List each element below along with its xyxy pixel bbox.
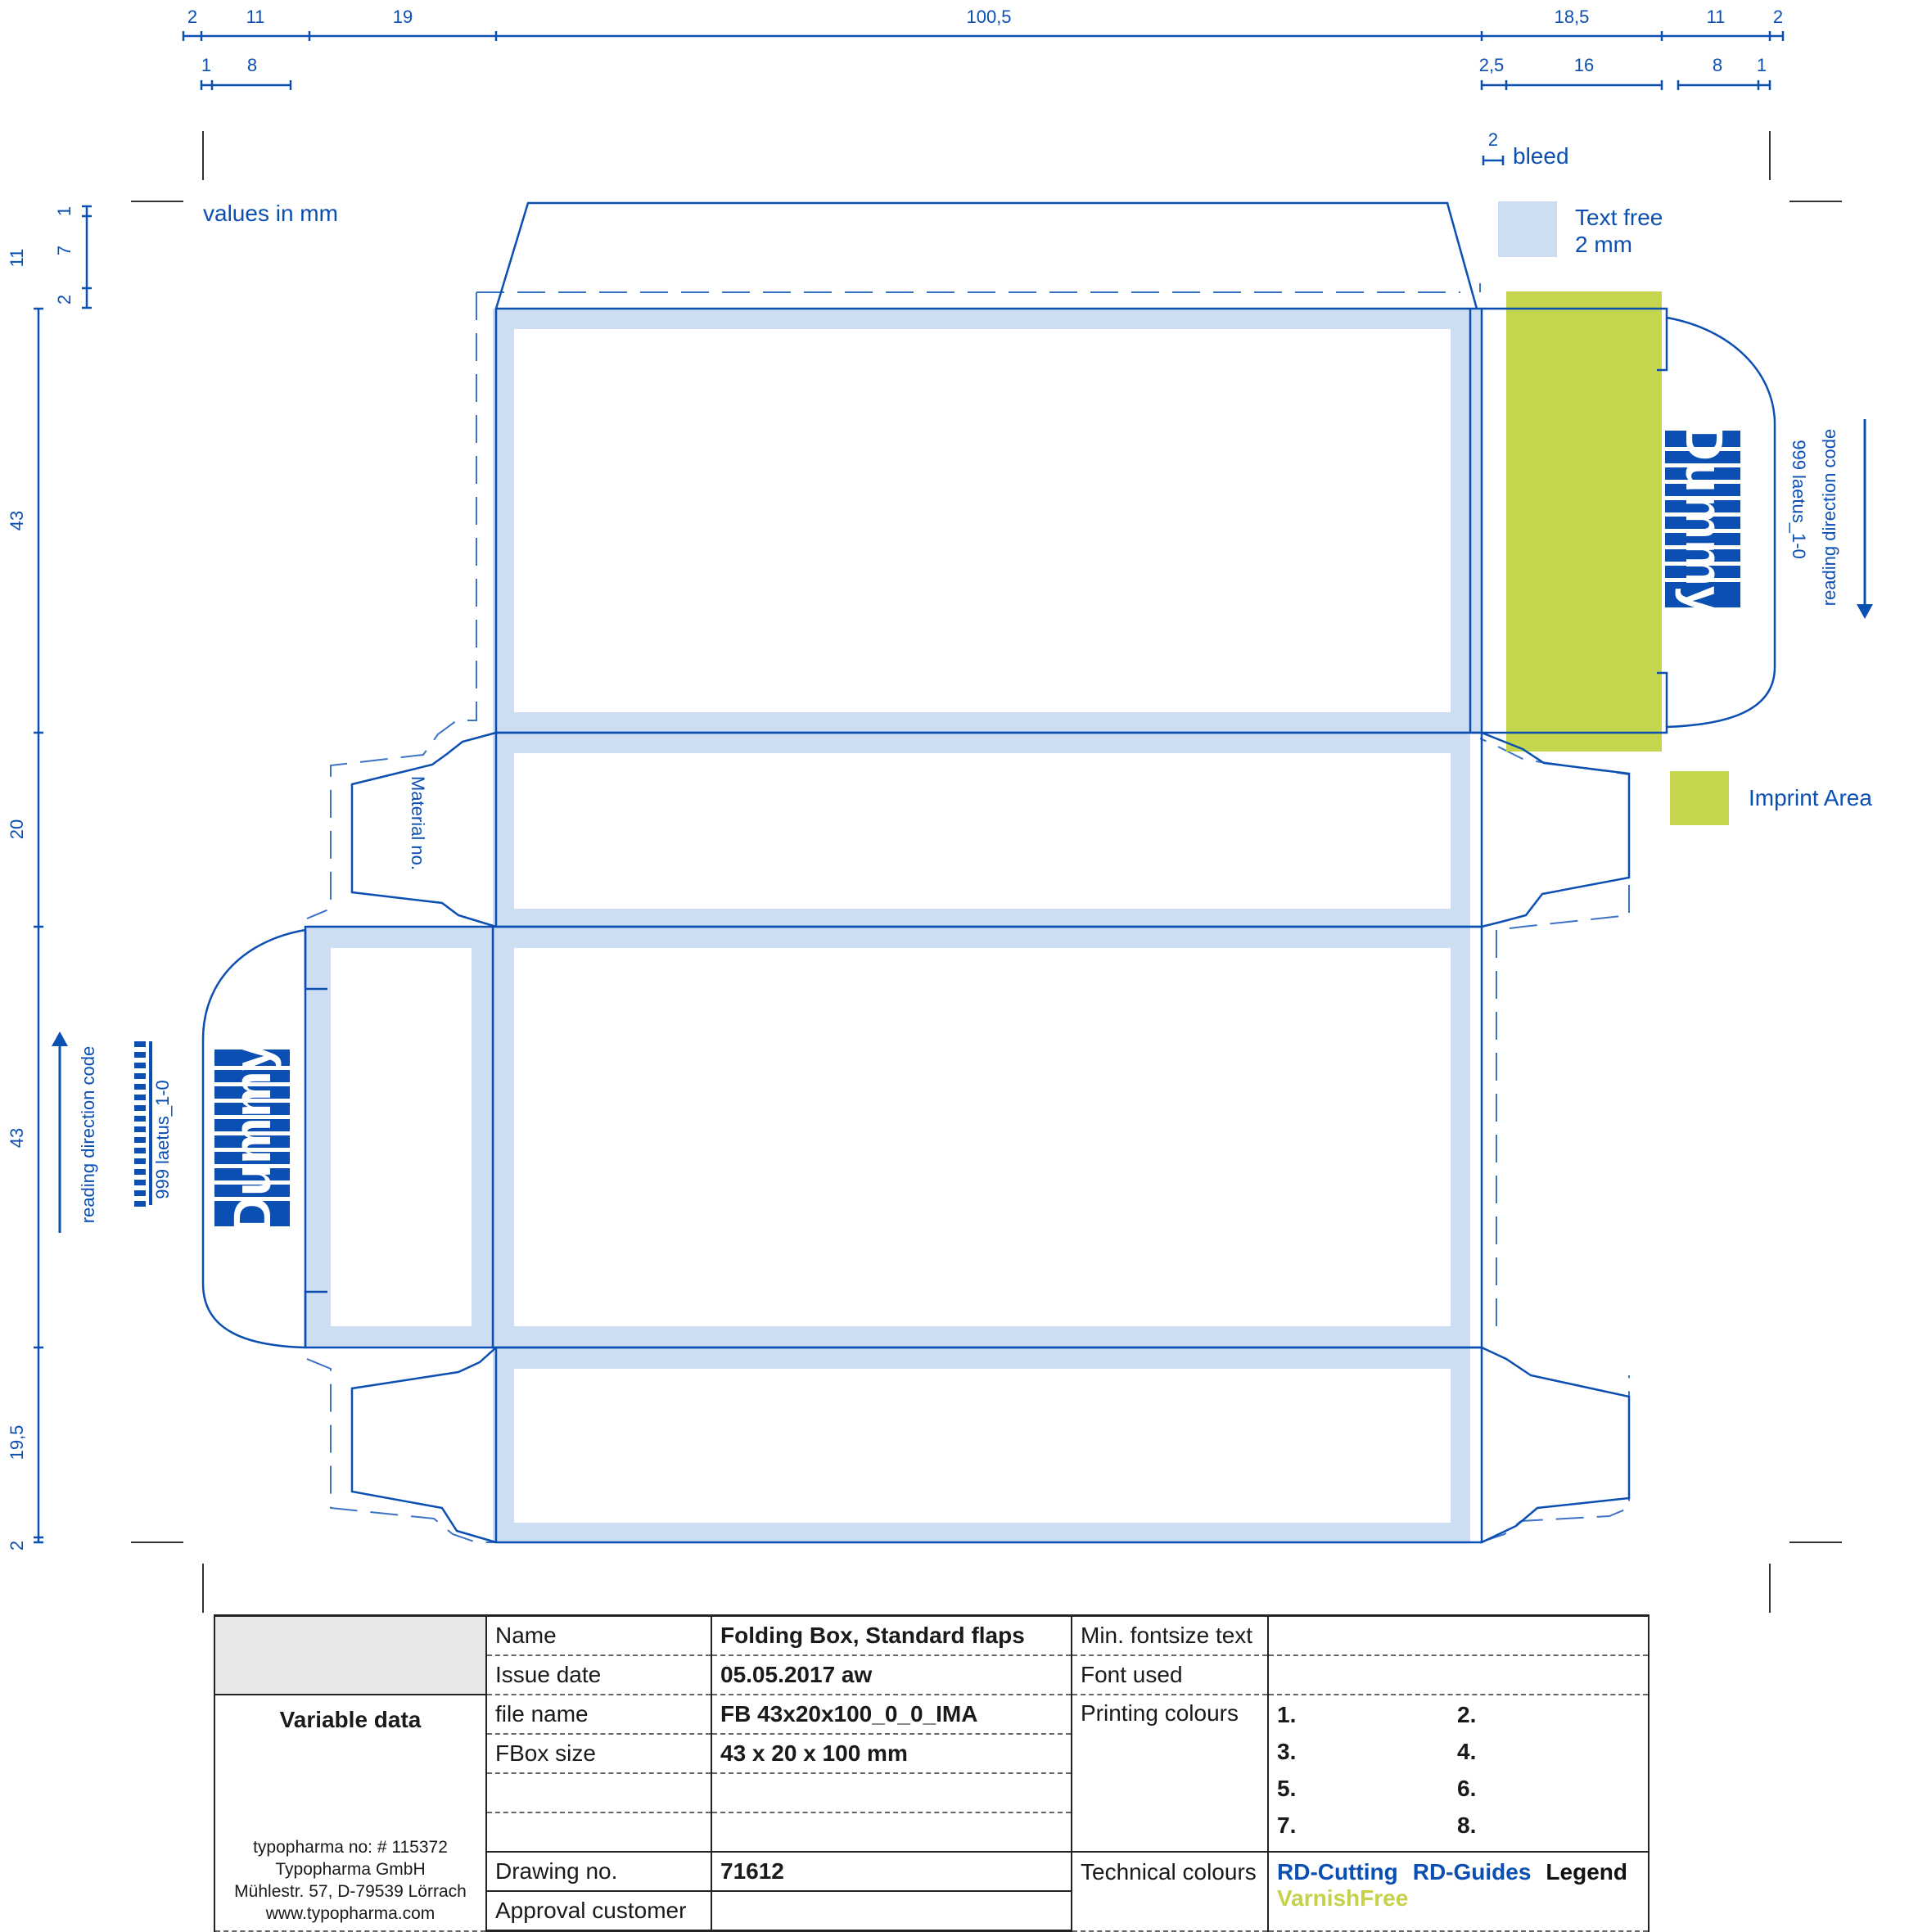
- dim-top-2-left: 2: [187, 7, 197, 27]
- barcode-text-bottom: 999 laetus_1-0: [152, 1080, 173, 1199]
- company-line-2: Typopharma GmbH: [275, 1860, 426, 1879]
- printing-slot-7: 7.: [1277, 1812, 1297, 1838]
- field-value-empty-1: [711, 1772, 1072, 1813]
- dummy-logo-top: Dummy: [1665, 423, 1740, 616]
- dim-left-43-bottom: 43: [7, 1128, 27, 1148]
- variable-data-cell: Variable data typopharma no: # 115372 Ty…: [214, 1694, 487, 1932]
- field-label-name: Name: [485, 1614, 712, 1656]
- dim-top-19: 19: [393, 7, 413, 27]
- title-block: Name Folding Box, Standard flaps Min. fo…: [214, 1614, 1649, 1932]
- dim-row2-16: 16: [1574, 55, 1594, 75]
- technical-varnish-free: VarnishFree: [1277, 1885, 1409, 1911]
- text-free-zones: [305, 309, 1482, 1542]
- printing-slot-5: 5.: [1277, 1776, 1297, 1801]
- dim-left-19-5: 19,5: [7, 1425, 27, 1460]
- font-used-value: [1267, 1654, 1649, 1695]
- field-label-empty-1: [485, 1772, 712, 1813]
- dim-row2-2-5: 2,5: [1479, 55, 1505, 75]
- field-value-drawing-no: 71612: [711, 1851, 1072, 1892]
- printing-slot-2: 2.: [1457, 1702, 1477, 1727]
- material-no-label: Material no.: [408, 776, 428, 870]
- dim-bleed-value: 2: [1488, 129, 1498, 150]
- dim-left-small-2: 2: [54, 295, 74, 305]
- dim-left-43-top: 43: [7, 511, 27, 530]
- top-dimension-lines: [182, 31, 1785, 165]
- values-in-mm-label: values in mm: [203, 201, 338, 226]
- left-dimension-lines: [34, 205, 92, 1544]
- dim-top-100-5: 100,5: [966, 7, 1011, 27]
- field-label-fbox-size: FBox size: [485, 1733, 712, 1774]
- company-line-4: www.typopharma.com: [265, 1904, 435, 1923]
- dim-row2-8-left: 8: [247, 55, 257, 75]
- dim-top-11-right: 11: [1707, 7, 1726, 27]
- text-free-label-line2: 2 mm: [1575, 232, 1632, 257]
- dim-row2-8-right: 8: [1713, 55, 1722, 75]
- printing-slot-6: 6.: [1457, 1776, 1477, 1801]
- dim-left-2: 2: [7, 1541, 27, 1551]
- field-value-file-name: FB 43x20x100_0_0_IMA: [711, 1694, 1072, 1735]
- field-value-name: Folding Box, Standard flaps: [711, 1614, 1072, 1656]
- reading-arrow-down-icon: [1857, 419, 1873, 619]
- variable-data-title: Variable data: [279, 1707, 422, 1732]
- technical-cutting: RD-Cutting: [1277, 1859, 1398, 1885]
- font-used-label: Font used: [1071, 1654, 1269, 1695]
- printing-slot-1: 1.: [1277, 1702, 1297, 1727]
- dim-left-small-7: 7: [54, 246, 74, 255]
- text-free-swatch: [1498, 201, 1557, 257]
- dim-row2-1-left: 1: [201, 55, 211, 75]
- field-label-empty-2: [485, 1812, 712, 1853]
- company-line-3: Mühlestr. 57, D-79539 Lörrach: [234, 1882, 467, 1901]
- field-label-drawing-no: Drawing no.: [485, 1851, 712, 1892]
- company-address: typopharma no: # 115372 Typopharma GmbH …: [220, 1836, 481, 1925]
- dummy-logo-bottom: Dummy: [214, 1041, 290, 1234]
- technical-legend: Legend: [1546, 1859, 1627, 1885]
- cut-lines: [201, 201, 1776, 1544]
- dim-left-20: 20: [7, 819, 27, 839]
- dim-row2-1-right: 1: [1757, 55, 1767, 75]
- field-value-issue-date: 05.05.2017 aw: [711, 1654, 1072, 1695]
- dummy-label-top: Dummy: [1675, 423, 1734, 616]
- imprint-area: [1506, 291, 1662, 752]
- left-dimension-values: 11 43 20 43 19,5 2 1 7 2: [7, 206, 74, 1551]
- title-block-logo-area: [214, 1614, 487, 1695]
- imprint-area-swatch: [1670, 771, 1729, 825]
- printing-colours-label: Printing colours: [1071, 1694, 1269, 1853]
- field-label-issue-date: Issue date: [485, 1654, 712, 1695]
- dim-left-11: 11: [7, 249, 27, 268]
- dim-top-18-5: 18,5: [1555, 7, 1590, 27]
- barcode-text-top: 999 laetus_1-0: [1789, 440, 1809, 559]
- printing-colours-slots: 1. 2. 3. 4. 5. 6. 7. 8.: [1267, 1694, 1649, 1853]
- text-free-label-line1: Text free: [1575, 205, 1663, 230]
- top-dimension-values: 2 11 19 100,5 18,5 11 2 1 8 2,5 16 8 1 2: [187, 7, 1783, 150]
- min-fontsize-label: Min. fontsize text: [1071, 1614, 1269, 1656]
- field-label-approval: Approval customer: [485, 1890, 712, 1932]
- printing-slot-3: 3.: [1277, 1739, 1297, 1764]
- min-fontsize-value: [1267, 1614, 1649, 1656]
- reading-arrow-up-icon: [52, 1031, 68, 1233]
- reading-direction-bottom: reading direction code: [78, 1046, 98, 1223]
- technical-colours-label: Technical colours: [1071, 1851, 1269, 1932]
- reading-direction-top: reading direction code: [1819, 429, 1839, 606]
- dim-top-11-left: 11: [246, 7, 265, 27]
- dim-top-2-right: 2: [1773, 7, 1783, 27]
- printing-slot-8: 8.: [1457, 1812, 1477, 1838]
- field-value-approval: [711, 1890, 1072, 1932]
- bleed-label: bleed: [1513, 143, 1569, 169]
- company-line-1: typopharma no: # 115372: [253, 1838, 448, 1857]
- crop-marks: [131, 131, 1842, 1613]
- field-label-file-name: file name: [485, 1694, 712, 1735]
- printing-slot-4: 4.: [1457, 1739, 1477, 1764]
- technical-guides: RD-Guides: [1412, 1859, 1532, 1885]
- dummy-label-bottom: Dummy: [223, 1041, 282, 1234]
- field-value-fbox-size: 43 x 20 x 100 mm: [711, 1733, 1072, 1774]
- barcode-bottom-left: [134, 1041, 152, 1207]
- technical-colours-values: RD-Cutting RD-Guides Legend VarnishFree: [1267, 1851, 1649, 1932]
- imprint-area-label: Imprint Area: [1749, 785, 1872, 810]
- field-value-empty-2: [711, 1812, 1072, 1853]
- dim-left-small-1: 1: [54, 206, 74, 216]
